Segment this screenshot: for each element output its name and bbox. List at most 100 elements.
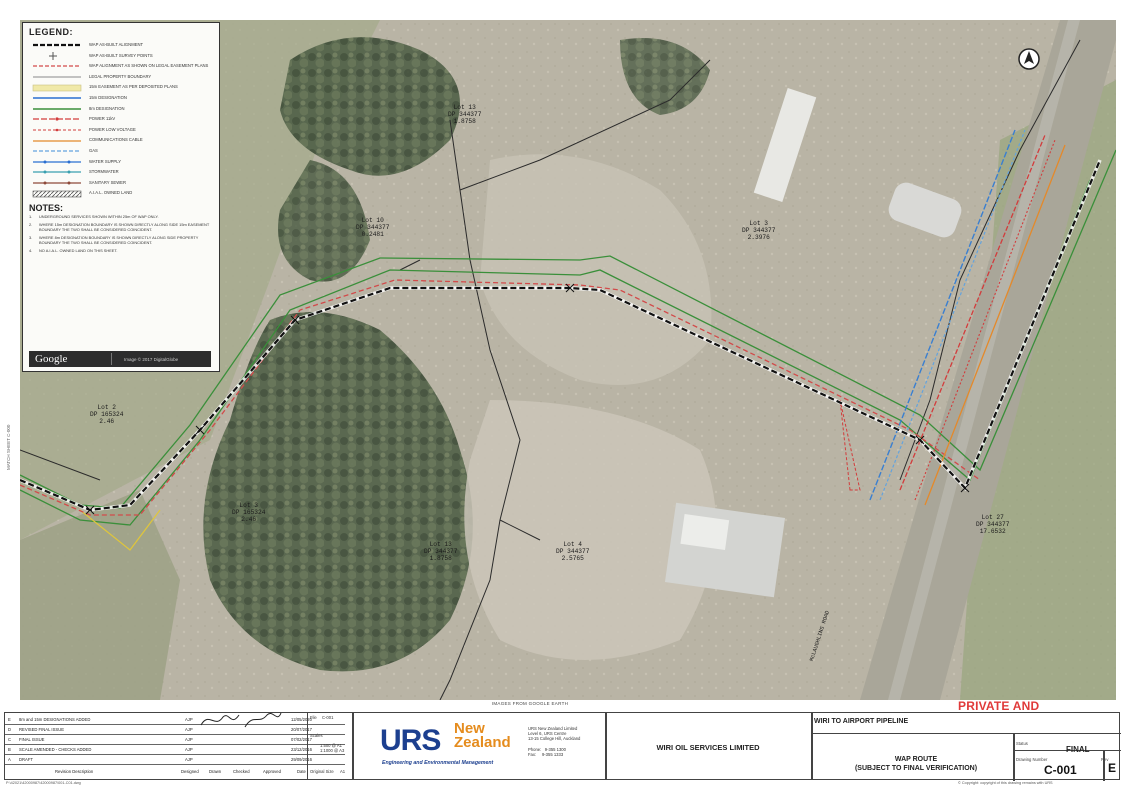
legend-symbol	[29, 167, 85, 177]
file-scale-box: File C-001 Scales 1:500 @ A1 1:1000 @ A3…	[307, 713, 354, 779]
status-value: FINAL	[1066, 745, 1090, 754]
legend-symbol	[29, 178, 85, 188]
parcel-label: Lot 2 DP 165324 2.46	[90, 404, 124, 425]
revision-date: 23/12/2016	[291, 747, 312, 752]
legend-symbol	[29, 40, 85, 50]
legend-item: 15m EASEMENT AS PER DEPOSITED PLANS	[29, 82, 213, 93]
revision-desc: 8m and 15m DESIGNATIONS ADDED	[19, 717, 91, 722]
revision-by: AJP	[185, 757, 193, 762]
legend-item: 15m DESIGNATION	[29, 93, 213, 104]
legend-item-label: 8m DESIGNATION	[89, 105, 125, 111]
legend-symbol	[29, 146, 85, 156]
rev-label: Rev	[1101, 757, 1109, 762]
revision-date: 12/05/2020	[291, 717, 312, 722]
client-name: WIRI OIL SERVICES LIMITED	[656, 742, 760, 752]
legend-item-label: 15m EASEMENT AS PER DEPOSITED PLANS	[89, 84, 178, 90]
legend-item-label: POWER LOW VOLTAGE	[89, 126, 136, 132]
revision-by: AJP	[185, 747, 193, 752]
revision-date: 07/02/2017	[291, 737, 312, 742]
revision-table: E 8m and 15m DESIGNATIONS ADDED AJP 12/05/2…	[5, 712, 353, 779]
parcel-label: Lot 3 DP 344377 2.3976	[742, 220, 776, 241]
note-text: WHERE 8m DESIGNATION BOUNDARY IS SHOWN D…	[39, 235, 199, 245]
company-address: URS New Zealand Limited Level 6, URS Cen…	[528, 726, 581, 758]
legend-symbol	[29, 157, 85, 167]
legend-item: POWER LOW VOLTAGE	[29, 125, 213, 136]
legend-item-label: WAP AS-BUILT ALIGNMENT	[89, 42, 144, 47]
parcel-label: Lot 4 DP 344377 2.5765	[556, 541, 590, 562]
revision-rev: C	[8, 737, 12, 742]
file-path: P:\42021\42000987\42000987\001-C01.dwg	[6, 781, 81, 785]
parcel-label: Lot 27 DP 344377 17.6532	[976, 514, 1010, 535]
revision-date: 29/09/2016	[291, 757, 312, 762]
legend-symbol	[29, 93, 85, 103]
revision-desc: SCALE AMENDED - CHECKS ADDED	[19, 747, 92, 752]
legend-item: WAP AS-BUILT SURVEY POINTS	[29, 51, 213, 62]
parcel-label: Lot 13 DP 344377 1.8758	[424, 541, 458, 562]
legend-item: WAP ALIGNMENT AS SHOWN ON LEGAL EASEMENT…	[29, 61, 213, 72]
image-credit: Image © 2017 DigitalGlobe	[124, 356, 179, 362]
google-credit-bar: Google Image © 2017 DigitalGlobe	[29, 351, 211, 367]
legend-item-label: 15m DESIGNATION	[89, 94, 127, 100]
note-number: 4.	[29, 247, 33, 253]
revision-by: AJP	[185, 737, 193, 742]
legend-item: 8m DESIGNATION	[29, 104, 213, 115]
revision-date: 20/07/2017	[291, 727, 312, 732]
survey-points	[85, 283, 970, 515]
revision-row: E 8m and 15m DESIGNATIONS ADDED AJP 12/05/2…	[5, 715, 345, 725]
legend-item-label: GAS	[89, 147, 98, 153]
legend-title: LEGEND:	[29, 27, 73, 37]
note-number: 2.	[29, 222, 33, 228]
legend-item-label: SANITARY SEWER	[89, 179, 126, 185]
note-item: 2. WHERE 15m DESIGNATION BOUNDARY IS SHOW…	[29, 223, 213, 232]
parcel-label: Lot 13 DP 344377 1.8758	[448, 104, 482, 125]
note-number: 3.	[29, 235, 33, 241]
legend-list: WAP AS-BUILT ALIGNMENT WAP AS-BUILT SURVE…	[29, 40, 213, 199]
note-item: 4.NO A.I.A.L. OWNED LAND ON THIS SHEET.	[29, 247, 213, 253]
revision-row: C FINAL ISSUE AJP 07/02/2017	[5, 735, 345, 745]
notes-list: 1.UNDERGROUND SERVICES SHOWN WITHIN 25m …	[29, 213, 213, 253]
legend-item: A.I.A.L. OWNED LAND	[29, 188, 213, 199]
legend-symbol	[29, 51, 85, 61]
legend-symbol	[29, 104, 85, 114]
aerial-image	[20, 20, 1116, 700]
legend-item-label: STORMWATER	[89, 169, 119, 175]
legend-item-label: WAP ALIGNMENT AS SHOWN ON LEGAL EASEMENT…	[89, 63, 209, 69]
status-label: Status	[1016, 741, 1028, 746]
image-caption: IMAGES FROM GOOGLE EARTH	[491, 701, 569, 706]
legend-symbol	[29, 61, 85, 71]
revision-row: A DRAFT AJP 29/09/2016	[5, 755, 345, 765]
revision-rev: B	[8, 747, 11, 752]
legend-symbol	[29, 136, 85, 146]
revision-by: AJP	[185, 727, 193, 732]
parcel-label: Lot 10 DP 344377 0.2481	[356, 217, 390, 238]
legend-item-label: LEGAL PROPERTY BOUNDARY	[89, 73, 152, 79]
revision-rev: A	[8, 757, 11, 762]
revision-by: AJP	[185, 717, 193, 722]
legend-item-label: POWER 11kV	[89, 116, 116, 122]
legend-item: WAP AS-BUILT ALIGNMENT	[29, 40, 213, 51]
revision-row: B SCALE AMENDED - CHECKS ADDED AJP 23/12/20…	[5, 745, 345, 755]
revision-rev: E	[8, 717, 11, 722]
legend-item: GAS	[29, 146, 213, 157]
signature	[200, 712, 282, 728]
revision-value: E	[1108, 761, 1117, 775]
note-item: 3. WHERE 8m DESIGNATION BOUNDARY IS SHOWN…	[29, 235, 213, 245]
note-text: WHERE 15m DESIGNATION BOUNDARY IS SHOWN …	[39, 222, 210, 232]
note-text: UNDERGROUND SERVICES SHOWN WITHIN 25m OF…	[39, 213, 159, 219]
title-block: E 8m and 15m DESIGNATIONS ADDED AJP 12/05/2…	[4, 712, 1121, 781]
match-line-label: MATCH SHEET C-000	[6, 424, 11, 470]
revision-rev: D	[8, 727, 12, 732]
drawing-number-label: Drawing Number	[1016, 757, 1048, 762]
legend-item: WATER SUPPLY	[29, 157, 213, 168]
google-logo: Google	[29, 353, 112, 365]
revision-desc: FINAL ISSUE	[19, 737, 45, 742]
notes-title: NOTES:	[29, 202, 64, 213]
drawing-number: C-001	[1044, 763, 1077, 777]
revision-desc: DRAFT	[19, 757, 33, 762]
note-item: 1.UNDERGROUND SERVICES SHOWN WITHIN 25m …	[29, 213, 213, 219]
legend-item-label: WAP AS-BUILT SURVEY POINTS	[89, 52, 153, 58]
legend-item: POWER 11kV	[29, 114, 213, 125]
legend-item-label: COMMUNICATIONS CABLE	[89, 137, 143, 143]
